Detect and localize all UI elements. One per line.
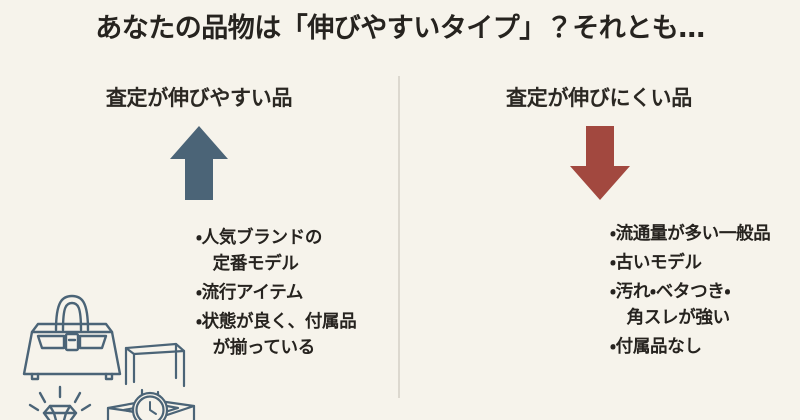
watch-box-good-icon xyxy=(98,342,202,420)
list-item: ・状態が良く、付属品 が揃っている xyxy=(196,311,357,358)
panel-low-valuation: 査定が伸びにくい品 ・流通量が多い一般品 ・古いモデル ・汚れ・ベタつき・ 角ス… xyxy=(400,74,798,420)
panel-divider xyxy=(398,76,400,398)
bullet-list-left: ・人気ブランドの 定番モデル ・流行アイテム ・状態が良く、付属品 が揃っている xyxy=(196,226,401,364)
page-title: あなたの品物は「伸びやすいタイプ」？それとも… xyxy=(95,13,705,44)
arrow-up-icon xyxy=(168,124,230,202)
arrow-down-icon xyxy=(567,124,633,202)
list-item: ・流通量が多い一般品 xyxy=(610,224,771,244)
arrow-down-container xyxy=(401,124,799,202)
panel-heading-right: 査定が伸びにくい品 xyxy=(506,86,692,110)
list-item: ・付属品なし xyxy=(610,336,702,357)
bullet-list-right: ・流通量が多い一般品 ・古いモデル ・汚れ・ベタつき・ 角スレが強い ・付属品な… xyxy=(610,222,800,363)
handbag-good-icon xyxy=(16,286,128,386)
panel-high-valuation: 査定が伸びやすい品 ・人気ブランドの 定番モデル ・流行アイテム ・状態が良く、… xyxy=(0,74,398,420)
list-item: ・流行アイテム xyxy=(196,282,304,303)
diamond-ring-good-icon xyxy=(10,379,110,420)
panel-heading-left: 査定が伸びやすい品 xyxy=(105,86,293,110)
list-item: ・古いモデル xyxy=(610,252,702,273)
list-item: ・人気ブランドの 定番モデル xyxy=(196,228,323,274)
arrow-up-container xyxy=(0,124,398,202)
list-item: ・汚れ・ベタつき・ 角スレが強い xyxy=(610,281,731,328)
